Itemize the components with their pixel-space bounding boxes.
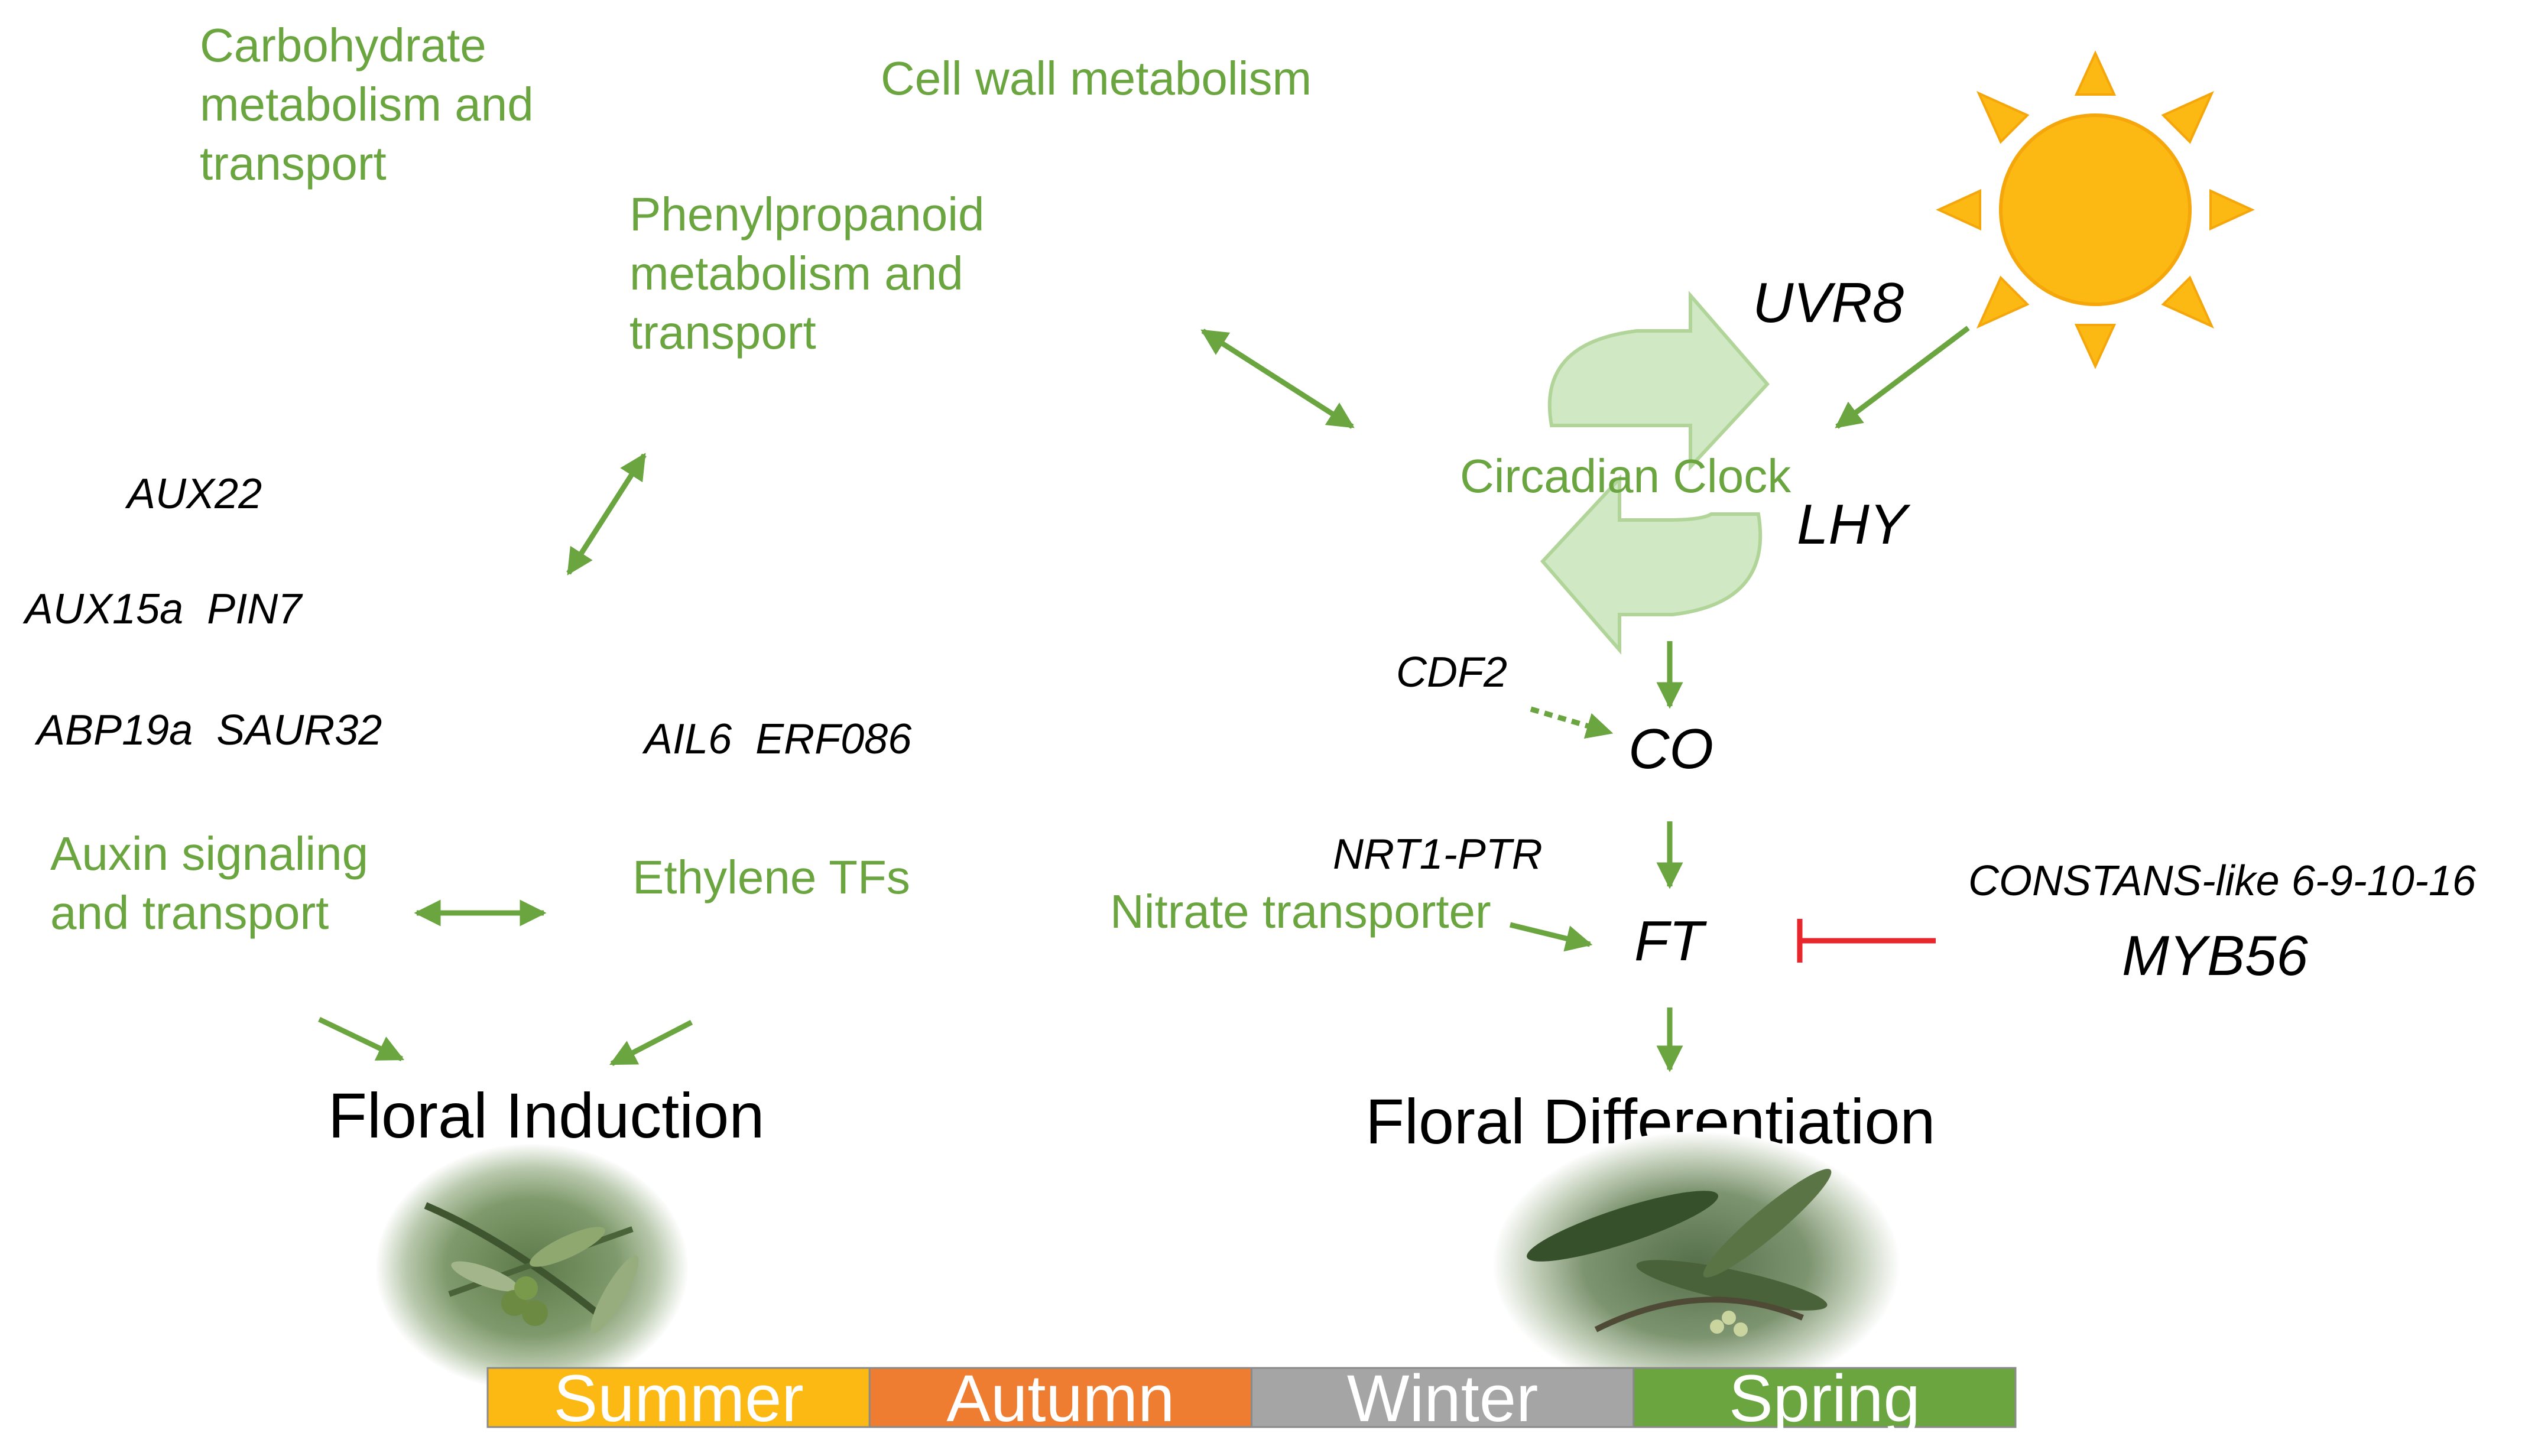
auxin-line-2: and transport xyxy=(50,886,329,939)
auxin-label: Auxin signaling and transport xyxy=(50,827,381,939)
phenylpropanoid-label: Phenylpropanoid metabolism and transport xyxy=(629,188,998,359)
arrow-ethylene-induction xyxy=(609,1020,693,1066)
gene-cdf2: CDF2 xyxy=(1396,649,1507,696)
season-label-spring: Spring xyxy=(1729,1361,1920,1435)
olive-branch-fruit-photo xyxy=(375,1143,689,1392)
cell-wall-label: Cell wall metabolism xyxy=(881,52,1312,105)
olive-branch-bud-photo xyxy=(1492,1132,1900,1398)
phenylpropanoid-line-3: transport xyxy=(629,306,816,359)
gene-myb56: MYB56 xyxy=(2122,924,2308,987)
floral-induction-label: Floral Induction xyxy=(328,1080,764,1151)
arrow-phenyl-circadian xyxy=(1200,329,1355,429)
arrow-phenyl-auxin xyxy=(566,453,647,576)
season-label-winter: Winter xyxy=(1347,1361,1539,1435)
gene-co: CO xyxy=(1628,717,1713,781)
circadian-label: Circadian Clock xyxy=(1460,450,1791,502)
phenylpropanoid-line-1: Phenylpropanoid xyxy=(629,188,984,240)
season-segment-autumn xyxy=(868,1367,1252,1428)
season-label-autumn: Autumn xyxy=(946,1361,1174,1435)
gene-ail6-erf086: AIL6 ERF086 xyxy=(642,716,912,763)
season-bar: Summer Autumn Winter Spring xyxy=(486,1361,2017,1435)
season-segment-spring xyxy=(1633,1367,2017,1428)
carbohydrate-line-3: transport xyxy=(200,137,387,190)
carbohydrate-line-2: metabolism and xyxy=(200,78,534,131)
gene-constans-like: CONSTANS-like 6-9-10-16 xyxy=(1968,857,2477,905)
arrow-sun-circadian xyxy=(1835,326,1970,429)
arrow-cdf2-co xyxy=(1530,706,1614,739)
gene-abp19a-saur32: ABP19a SAUR32 xyxy=(34,707,382,754)
phenylpropanoid-line-2: metabolism and xyxy=(629,247,963,300)
auxin-line-1: Auxin signaling xyxy=(50,827,368,880)
season-label-summer: Summer xyxy=(554,1361,804,1435)
gene-lhy: LHY xyxy=(1797,493,1911,556)
carbohydrate-label: Carbohydrate metabolism and transport xyxy=(200,19,547,190)
gene-uvr8: UVR8 xyxy=(1752,271,1904,334)
gene-ft: FT xyxy=(1634,909,1708,973)
nitrate-label: Nitrate transporter xyxy=(1110,885,1491,938)
arrow-nitrate-ft xyxy=(1509,922,1593,952)
circadian-cycle-icon xyxy=(1540,290,1770,655)
arrow-auxin-induction xyxy=(318,1016,405,1062)
gene-aux22: AUX22 xyxy=(125,470,262,518)
sun-icon xyxy=(1936,50,2255,369)
gene-aux15a-pin7: AUX15a PIN7 xyxy=(22,586,303,633)
ethylene-label: Ethylene TFs xyxy=(632,851,910,904)
season-segment-winter xyxy=(1251,1367,1635,1428)
gene-nrt1-ptr: NRT1-PTR xyxy=(1333,831,1543,878)
carbohydrate-line-1: Carbohydrate xyxy=(200,19,486,72)
